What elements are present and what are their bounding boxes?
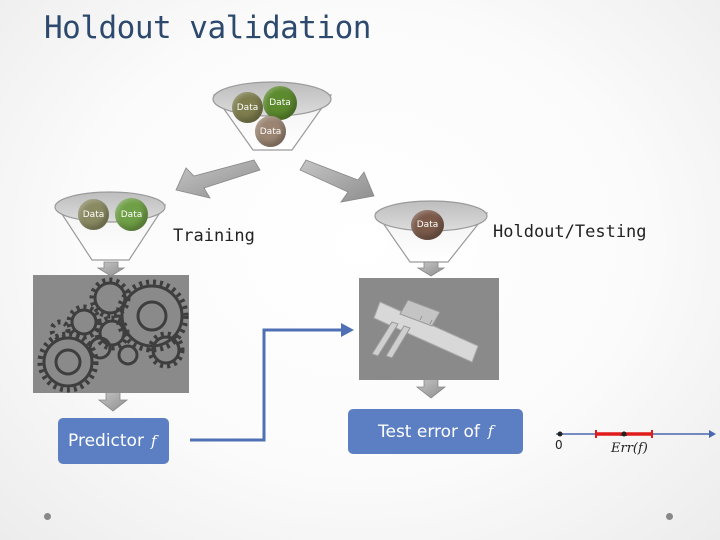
test-error-symbol: f (487, 422, 494, 440)
data-ball-training-green: Data (115, 198, 148, 231)
slide-title: Holdout validation (44, 10, 371, 46)
split-arrow-left (175, 159, 261, 199)
corner-dot-right (666, 513, 673, 520)
err-hat: ^ (619, 431, 629, 444)
err-f-text: Err(f) (611, 441, 648, 456)
data-ball-top-green: Data (263, 86, 297, 120)
gears-image-icon (33, 275, 189, 393)
split-arrow-right (299, 159, 375, 203)
axis-zero-label: 0 (555, 438, 563, 452)
connector-arrowhead (341, 323, 354, 337)
test-error-label: Test error of (378, 422, 480, 442)
down-arrow-testing-out (415, 377, 447, 399)
down-arrow-training-out (97, 391, 129, 412)
data-ball-label: Data (120, 209, 143, 220)
predictor-box: Predictor f (58, 418, 169, 464)
data-ball-label: Data (82, 209, 105, 220)
error-estimate-point (621, 431, 627, 437)
holdout-testing-label: Holdout/Testing (493, 222, 647, 242)
down-arrow-testing-in (416, 261, 446, 277)
predictor-symbol: f (150, 432, 157, 450)
data-ball-top-olive: Data (232, 92, 263, 123)
training-label: Training (173, 226, 255, 246)
data-ball-label: Data (236, 102, 259, 113)
axis-origin-point (557, 431, 563, 437)
predictor-label: Predictor (68, 431, 144, 451)
down-arrow-training-in (96, 261, 126, 277)
data-ball-top-taupe: Data (255, 116, 286, 147)
caliper-image-icon (359, 278, 499, 380)
test-error-box: Test error of f (348, 409, 523, 454)
data-ball-label: Data (259, 126, 282, 137)
error-axis-arrowhead (709, 430, 716, 438)
training-funnel (54, 191, 167, 261)
predictor-connector (190, 328, 345, 442)
data-ball-training-olive: Data (78, 199, 109, 230)
data-ball-label: Data (416, 220, 439, 230)
err-f-label: ^ Err(f) (611, 431, 648, 456)
data-ball-testing-brown: Data (411, 210, 444, 240)
data-ball-label: Data (269, 98, 291, 108)
corner-dot-left (44, 513, 51, 520)
